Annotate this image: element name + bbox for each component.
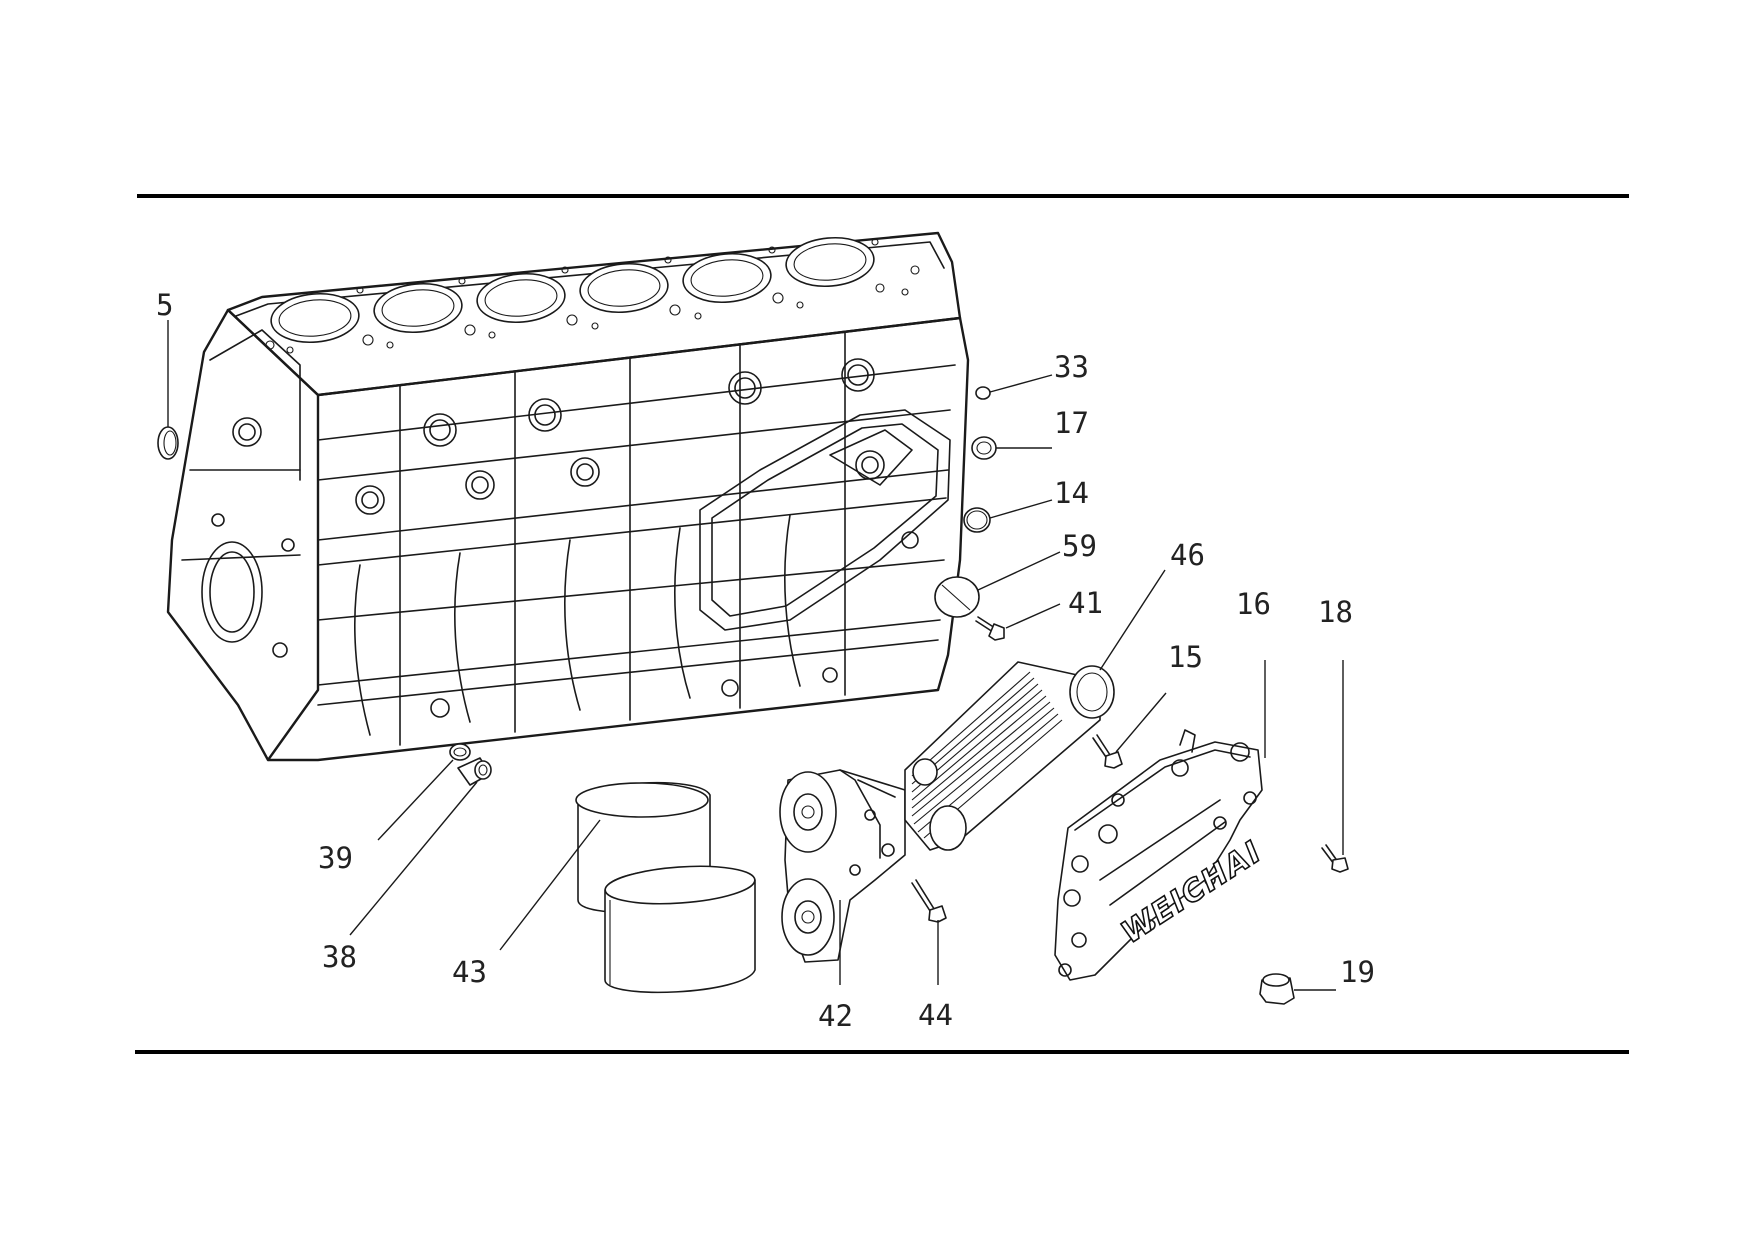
callout-43: 43: [452, 955, 487, 989]
part-17-washer: [971, 436, 997, 460]
part-43-oil-filters: [575, 781, 756, 994]
part-16-cooler-cover: WEICHAI: [1054, 729, 1270, 981]
callout-17: 17: [1054, 406, 1089, 440]
callout-14: 14: [1054, 476, 1089, 510]
callout-15: 15: [1168, 640, 1203, 674]
part-14-seal-ring: [963, 507, 991, 533]
part-5-seal-ring: [157, 426, 179, 460]
part-59-cover-plate: [934, 576, 980, 618]
part-42-filter-head: [779, 769, 906, 963]
callout-46: 46: [1170, 538, 1205, 572]
part-39-o-ring: [449, 743, 471, 761]
part-15-bolt: [1092, 734, 1123, 769]
callout-labels: 5 33 17 14 59 41 46 16 18 15 39 38 43 42…: [156, 288, 1375, 1033]
callout-38: 38: [322, 940, 357, 974]
leader-lines: [167, 320, 1344, 991]
part-46-oil-cooler: [904, 661, 1115, 851]
callout-39: 39: [318, 841, 353, 875]
callout-41: 41: [1068, 586, 1103, 620]
cylinder-block: [166, 231, 970, 762]
callout-59: 59: [1062, 529, 1097, 563]
callout-33: 33: [1054, 350, 1089, 384]
part-38-plug: [457, 757, 492, 786]
callout-42: 42: [818, 999, 853, 1033]
callout-16: 16: [1236, 587, 1271, 621]
part-33-o-ring: [975, 386, 991, 400]
callout-5: 5: [156, 288, 173, 322]
callout-18: 18: [1318, 595, 1353, 629]
callout-44: 44: [918, 998, 953, 1032]
part-44-bolt: [911, 879, 947, 923]
callout-19: 19: [1340, 955, 1375, 989]
part-19-drain-plug: [1259, 973, 1295, 1005]
part-18-bolt: [1321, 844, 1349, 873]
part-41-bolt: [975, 616, 1005, 641]
